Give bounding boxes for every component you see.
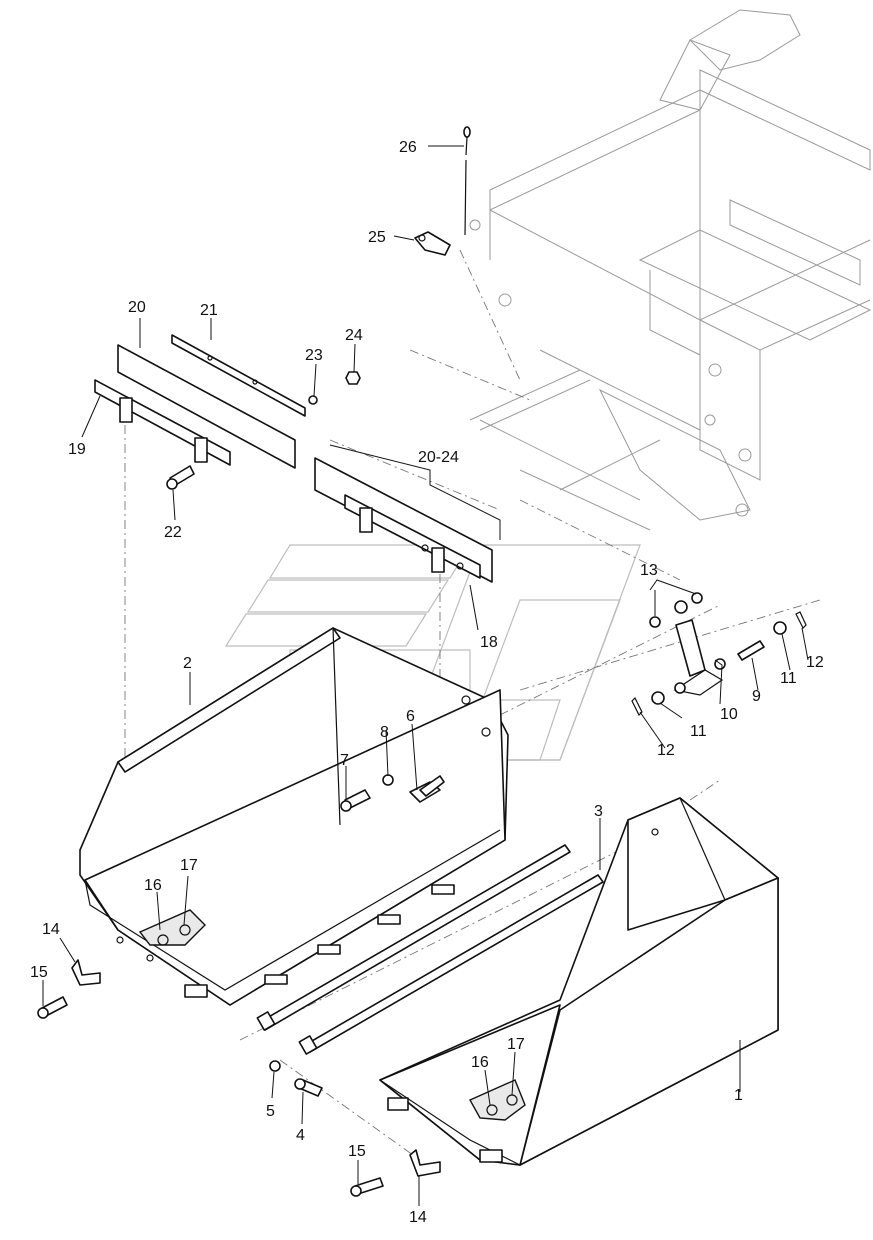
callout-18: 18 — [480, 634, 498, 651]
callout-17-lower: 17 — [507, 1036, 525, 1053]
callout-6: 6 — [406, 708, 415, 725]
part-21-strip — [171, 334, 306, 417]
callout-14-left: 14 — [42, 921, 60, 938]
part-20-blade — [117, 344, 296, 469]
part-11-washers — [651, 621, 787, 705]
callout-14-bottom: 14 — [409, 1209, 427, 1226]
part-19-strip — [94, 379, 231, 466]
callout-19: 19 — [68, 441, 86, 458]
part-4-bolt — [294, 1078, 323, 1097]
part-15-bolt — [37, 996, 384, 1197]
part-20-24-assembly — [314, 457, 493, 583]
callout-15-bottom: 15 — [348, 1143, 366, 1160]
callout-12-left: 12 — [657, 742, 675, 759]
part-6-pin — [409, 775, 445, 803]
part-23-washer — [308, 395, 318, 405]
callout-25: 25 — [368, 229, 386, 246]
machine-frame — [469, 9, 872, 531]
callout-3: 3 — [594, 803, 603, 820]
part-25-latch — [414, 231, 451, 256]
part-22-bolt — [166, 465, 195, 490]
callout-20: 20 — [128, 299, 146, 316]
callout-22: 22 — [164, 524, 182, 541]
callout-labels: 26 25 20 21 23 24 19 22 20-24 18 13 12 1… — [30, 139, 824, 1226]
callout-5: 5 — [266, 1103, 275, 1120]
callout-26: 26 — [399, 139, 417, 156]
part-13-washers — [649, 592, 703, 628]
part-8-nut — [382, 774, 394, 786]
callout-10: 10 — [720, 706, 738, 723]
part-26-rod — [463, 126, 471, 236]
callout-7: 7 — [340, 752, 349, 769]
callout-17-upper: 17 — [180, 857, 198, 874]
part-5-nut — [269, 1060, 281, 1072]
part-12-cotter-pins — [631, 611, 807, 717]
callout-15-left: 15 — [30, 964, 48, 981]
part-1-tray — [379, 797, 779, 1166]
callout-21: 21 — [200, 302, 218, 319]
callout-11-left: 11 — [690, 723, 707, 740]
callout-8: 8 — [380, 724, 389, 741]
part-2-tray — [79, 627, 509, 1006]
alignment-lines — [124, 249, 821, 1161]
callout-4: 4 — [296, 1127, 305, 1144]
callout-20-24: 20-24 — [418, 449, 459, 466]
part-10-gas-spring — [673, 600, 726, 696]
callout-24: 24 — [345, 327, 363, 344]
callout-2: 2 — [183, 655, 192, 672]
callout-9: 9 — [752, 688, 761, 705]
part-3-rods — [256, 844, 604, 1055]
callout-1: 1 — [734, 1087, 743, 1104]
callout-23: 23 — [305, 347, 323, 364]
callout-16-lower: 16 — [471, 1054, 489, 1071]
callout-16-upper: 16 — [144, 877, 162, 894]
part-9-pin — [737, 640, 765, 661]
part-14-bracket — [71, 959, 441, 1177]
callout-11-right: 11 — [780, 670, 797, 687]
part-24-nut — [345, 371, 361, 385]
part-7-bolt — [340, 789, 371, 812]
callout-13: 13 — [640, 562, 658, 579]
callout-12-right: 12 — [806, 654, 824, 671]
leader-lines — [42, 145, 809, 1206]
